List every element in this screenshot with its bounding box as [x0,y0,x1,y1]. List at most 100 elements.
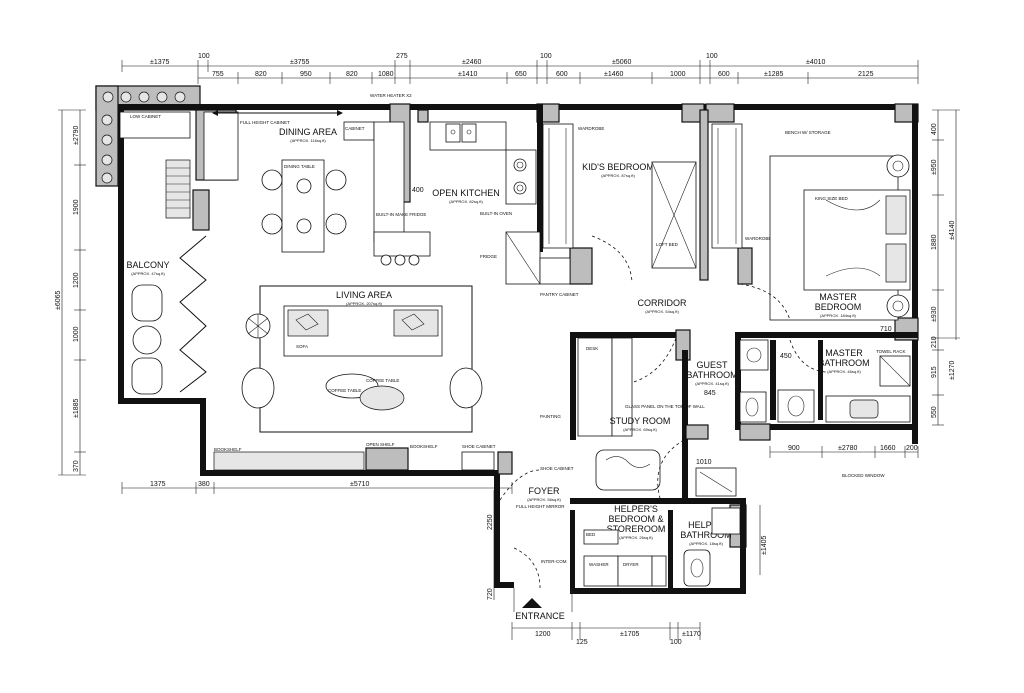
sink-icon [445,123,477,143]
dryer [617,555,653,587]
dim-guest-845: 845 [704,390,716,397]
armchair-right [449,367,483,409]
lamp-icon [886,154,910,178]
dim-inner-11: 600 [718,71,730,78]
dim-right-3: 1880 [931,234,938,250]
room-dining-area: (APPROX. 116sq.ft) [290,138,326,143]
top-dimension-lines: ±1375 100 ±3755 275 ±2460 100 ±5060 100 … [121,53,919,84]
dim-inner-13: 2125 [858,71,874,78]
washer [583,555,619,587]
living-rug [259,285,473,433]
dim-left-2: 1900 [73,199,80,215]
corridor: CORRIDOR (APPROX. 54sq.ft) [619,298,687,386]
desk-note: DESK [586,346,598,351]
dining-table-note: DINING TABLE [284,164,315,169]
room-guest-bath-area: (APPROX. 41sq.ft) [695,381,729,386]
bookshelf-note-left: BOOKSHELF [214,447,242,452]
room-master-name: MASTER [819,292,857,302]
dim-top-7: ±5060 [612,59,632,66]
washer-note: WASHER [589,562,609,567]
toilet-icon [739,391,767,423]
king-bed-note: KING SIZE BED [815,196,849,201]
room-living-area: (APPROX. 207sq.ft) [346,301,382,306]
room-master-area: (APPROX. 184sq.ft) [820,313,856,318]
balcony-furniture: LOW CABINET BALCONY (APPROX. 47sq.ft) [101,91,207,395]
painting-note: PAINTING [540,414,561,419]
dim-top-3: ±3755 [290,59,310,66]
room-master-bath-area: (APPROX. 46sq.ft) [827,369,861,374]
dim-top-6: 100 [540,53,552,60]
blocked-window-note: BLOCKED WINDOW [842,473,885,478]
room-study-name: STUDY ROOM [610,416,671,426]
water-heater-note: WATER HEATER X2 [370,93,412,98]
dim-left-3: 1200 [73,272,80,288]
dim-left-6: 370 [73,460,80,472]
dim-bottom-3: ±5710 [350,481,370,488]
built-in-fridge-note: BUILT-IN MAKE FRIDGE [376,212,426,217]
dim-br-4: 200 [906,445,918,452]
room-kids-area: (APPROX. 87sq.ft) [601,173,635,178]
dining-area: DINING AREA (APPROX. 116sq.ft) FULL HEIG… [203,93,412,253]
dim-top-9: ±4010 [806,59,826,66]
master-bathroom: MASTER BATHROOM (APPROX. 46sq.ft) TOWEL … [777,339,911,423]
right-dimension-lines: 400 ±950 1880 ±4140 ±930 210 915 ±1270 5… [931,109,960,426]
dim-inner-6: ±1410 [458,71,478,78]
dim-inner-2: 820 [255,71,267,78]
room-foyer-area: (APPROX. 56sq.ft) [527,497,561,502]
open-shelf-note: OPEN SHELF [366,442,395,447]
pantry-note: PANTRY CABINET [540,292,579,297]
dim-inner-12: ±1285 [764,71,784,78]
dim-inner-7: 650 [515,71,527,78]
balcony-side-table [132,325,162,355]
dim-top-8: 100 [706,53,718,60]
room-kitchen-name: OPEN KITCHEN [432,188,500,198]
balcony-chair-2 [131,357,163,395]
master-bedroom: WARDROBE BENCH W/ STORAGE KING SIZE BED … [711,123,911,333]
room-helpers-bath-name2: BATHROOM [680,530,731,540]
room-foyer-name: FOYER [528,486,560,496]
left-dimension-lines: ±2790 1900 1200 1000 ±1885 370 ±6065 [55,109,86,476]
kids-bedroom: WARDROBE KID'S BEDROOM (APPROX. 87sq.ft)… [542,123,697,283]
built-in-oven-note: BUILT-IN OVEN [480,211,512,216]
dim-br-1: 900 [788,445,800,452]
room-balcony-area: (APPROX. 47sq.ft) [131,271,165,276]
dim-inner-8: 600 [556,71,568,78]
shoe-cabinet-note: SHOE CABINET [462,444,496,449]
dim-inner-4: 820 [346,71,358,78]
full-height-mirror-note: FULL HEIGHT MIRROR [516,504,565,509]
room-helpers-bed-name: HELPER'S [614,504,658,514]
living-area: LIVING AREA (APPROX. 207sq.ft) SOFA COFF… [213,285,496,471]
room-dining-name: DINING AREA [279,127,337,137]
dim-inner-1: 755 [212,71,224,78]
dining-chair-icon [261,169,347,235]
planter-flowers-icon [101,91,186,184]
dryer-note: DRYER [623,562,639,567]
dim-inner-10: 1000 [670,71,686,78]
dining-table [281,159,325,253]
armchair-left [241,367,275,409]
dim-br-2: ±2780 [838,445,858,452]
dim-entrance-side: 720 [487,588,494,600]
low-cabinet-note: LOW CABINET [130,114,161,119]
dim-inner-3: 950 [300,71,312,78]
coffee-table-2 [359,385,405,411]
sofa-note: SOFA [296,344,308,349]
towel-rack-note: TOWEL RACK [876,349,906,354]
room-guest-bath-name: GUEST [696,360,728,370]
dim-top-2: 100 [198,53,210,60]
dim-guest-1010: 1010 [696,459,712,466]
room-guest-bath-name2: BATHROOM [686,370,737,380]
dim-master-710: 710 [880,326,892,333]
glass-panel-note: GLASS PANEL ON THE TOP OF WALL [625,404,705,409]
dim-bottom-1: 1375 [150,481,166,488]
bookshelf-note: BOOKSHELF [410,444,438,449]
room-helpers-bed-name2: BEDROOM & [608,514,663,524]
dim-ent-3: ±1705 [620,631,640,638]
room-kitchen-area: (APPROX. 82sq.ft) [449,199,483,204]
dim-right-6: 210 [931,336,938,348]
room-balcony-name: BALCONY [126,260,169,270]
dim-master-bath-450: 450 [780,353,792,360]
room-living-name: LIVING AREA [336,290,392,300]
shoe-cabinet-note-2: SHOE CABINET [540,466,574,471]
